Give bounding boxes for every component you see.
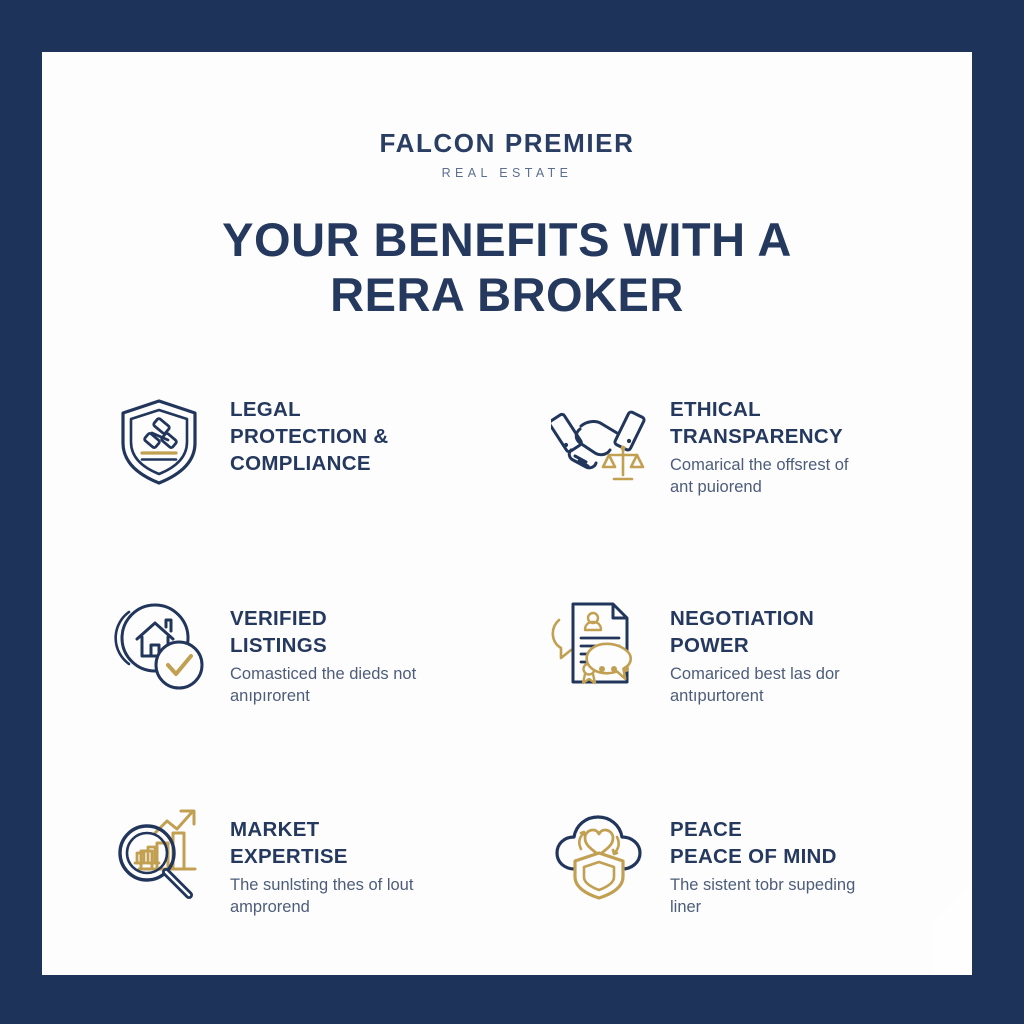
magnifier-chart-icon: [110, 804, 208, 902]
benefit-title: ETHICAL TRANSPARENCY: [670, 398, 843, 449]
headline-line-2: RERA BROKER: [330, 268, 684, 322]
house-check-icon: [110, 595, 208, 693]
brand-name: FALCON PREMIER: [379, 128, 635, 158]
benefit-title: VERIFIED LISTINGS: [230, 606, 327, 658]
benefit-item-ethical-transparency: ETHICAL TRANSPARENCY Comarical the offsr…: [550, 392, 910, 499]
infographic-card: FALCON PREMIER REAL ESTATE YOUR BENEFITS…: [42, 52, 972, 975]
benefit-item-legal-protection: LEGAL PROTECTION & COMPLIANCE: [110, 392, 470, 499]
benefit-item-negotiation-power: NEGOTIATION POWER Comariced best las dor…: [550, 595, 910, 708]
benefit-body: The sunlsting thes of lout amprorend: [230, 876, 414, 916]
benefit-title: NEGOTIATION POWER: [670, 606, 815, 658]
page-title: YOUR BENEFITS WITH A RERA BROKER: [102, 212, 912, 323]
cloud-heart-shield-icon: [550, 804, 648, 902]
benefit-body: Comarical the offsrest of ant puiorend: [670, 456, 849, 497]
benefit-text-block: PEACE PEACE OF MIND The sistent tobr sup…: [670, 804, 855, 919]
headline-line-1: YOUR BENEFITS WITH A: [222, 213, 792, 266]
benefit-text-block: ETHICAL TRANSPARENCY Comarical the offsr…: [670, 392, 849, 499]
benefit-text-block: VERIFIED LISTINGS Comasticed the dieds n…: [230, 595, 416, 708]
brand-tagline: REAL ESTATE: [441, 166, 573, 180]
benefit-text-block: NEGOTIATION POWER Comariced best las dor…: [670, 595, 840, 708]
benefit-item-peace-of-mind: PEACE PEACE OF MIND The sistent tobr sup…: [550, 804, 910, 919]
brand-block: FALCON PREMIER REAL ESTATE: [42, 128, 972, 180]
benefit-body: Comasticed the dieds not anıpırorent: [230, 665, 417, 705]
benefit-title: LEGAL PROTECTION & COMPLIANCE: [230, 398, 389, 476]
benefit-item-verified-listings: VERIFIED LISTINGS Comasticed the dieds n…: [110, 595, 470, 708]
shield-gavel-icon: [110, 392, 208, 490]
benefit-item-market-expertise: MARKET EXPERTISE The sunlsting thes of l…: [110, 804, 470, 919]
handshake-scales-icon: [550, 392, 648, 490]
benefit-title: PEACE PEACE OF MIND: [670, 817, 837, 868]
document-chat-icon: [550, 595, 648, 693]
benefit-body: Comariced best las dor antıpurtorent: [670, 665, 840, 705]
benefit-title: MARKET EXPERTISE: [230, 817, 348, 868]
benefit-body: The sistent tobr supeding liner: [670, 876, 856, 916]
benefits-grid: LEGAL PROTECTION & COMPLIANCE: [110, 392, 910, 919]
benefit-text-block: MARKET EXPERTISE The sunlsting thes of l…: [230, 804, 413, 919]
benefit-text-block: LEGAL PROTECTION & COMPLIANCE: [230, 392, 389, 477]
